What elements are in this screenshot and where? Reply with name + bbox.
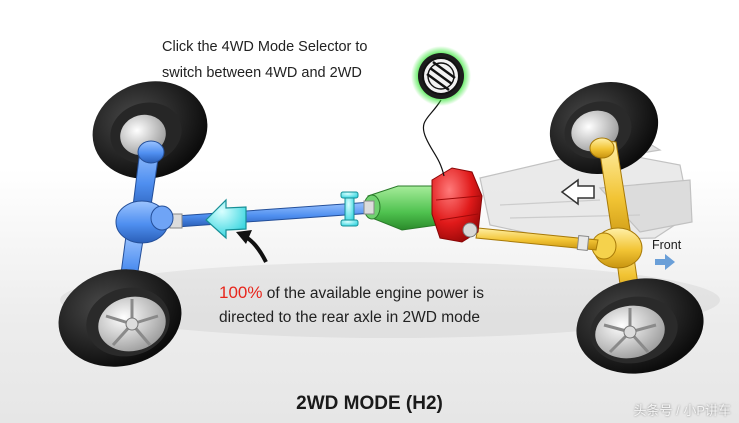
front-driveshaft bbox=[475, 227, 599, 252]
front-label: Front bbox=[652, 238, 682, 252]
power-caption-line1: 100% of the available engine power is bbox=[219, 281, 539, 306]
mode-selector-button[interactable] bbox=[411, 46, 471, 106]
mode-title: 2WD MODE (H2) bbox=[296, 393, 443, 414]
rear-differential bbox=[115, 200, 174, 244]
transfer-case bbox=[431, 167, 483, 243]
front-differential bbox=[591, 227, 643, 269]
ground-shadow bbox=[60, 262, 720, 338]
power-caption-line2: directed to the rear axle in 2WD mode bbox=[219, 309, 481, 326]
rear-driveshaft bbox=[169, 191, 375, 240]
power-caption: 100% of the available engine power is di… bbox=[219, 281, 539, 330]
rear-right-wheel bbox=[58, 269, 182, 367]
knob-icon bbox=[422, 57, 460, 95]
u-joint bbox=[340, 191, 359, 227]
rear-left-wheel bbox=[92, 81, 208, 179]
arrow-left-icon bbox=[205, 198, 247, 240]
selector-caption-line1: Click the 4WD Mode Selector to bbox=[162, 39, 368, 55]
power-callout-arrow bbox=[236, 230, 268, 263]
power-percent: 100% bbox=[219, 283, 263, 302]
selector-caption: Click the 4WD Mode Selector to switch be… bbox=[162, 34, 402, 86]
power-caption-line1-rest: of the available engine power is bbox=[266, 285, 484, 302]
front-right-wheel bbox=[576, 278, 704, 374]
watermark: 头条号 / 小P讲车 bbox=[633, 403, 731, 418]
rear-axle bbox=[115, 140, 174, 297]
selector-leader-line bbox=[422, 99, 445, 177]
arrow-left-icon bbox=[560, 178, 595, 206]
selector-caption-line2: switch between 4WD and 2WD bbox=[162, 65, 362, 81]
arrow-right-icon bbox=[655, 254, 675, 270]
